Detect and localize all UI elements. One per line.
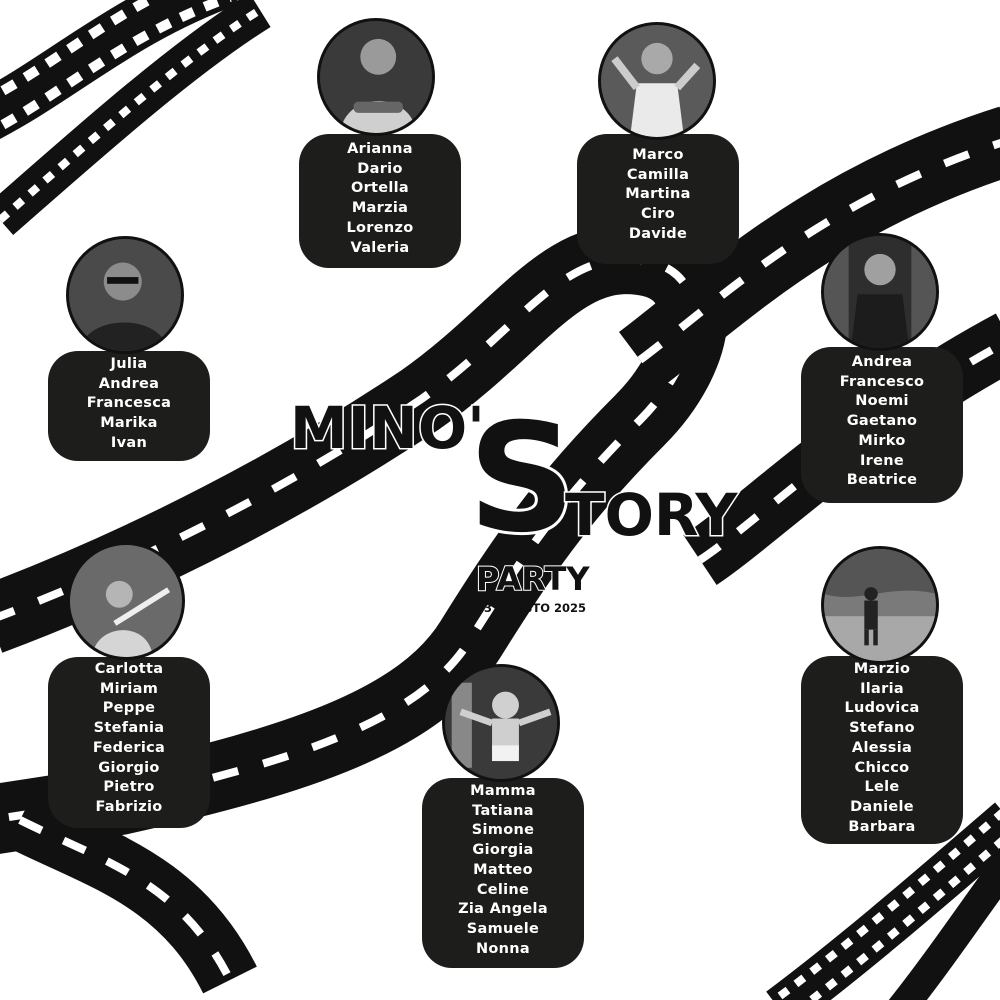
guest-name: Marco xyxy=(632,147,684,163)
guest-name: Marzio xyxy=(853,661,911,677)
guest-name: Carlotta xyxy=(94,661,164,677)
guest-name: Davide xyxy=(628,225,688,242)
guest-name: Ivan xyxy=(110,434,148,451)
guest-name: Andrea xyxy=(98,375,160,392)
guest-name: Matteo xyxy=(473,861,533,878)
guest-name: Lorenzo xyxy=(346,219,414,236)
table-2-photo xyxy=(598,22,716,140)
guest-name: Giorgia xyxy=(472,842,534,859)
guest-name: Stefano xyxy=(849,720,915,737)
guest-name: Arianna xyxy=(347,141,413,157)
table-4-photo xyxy=(821,233,939,351)
guest-name: Barbara xyxy=(848,818,916,835)
guest-name: Dario xyxy=(357,160,403,177)
guest-name: Pietro xyxy=(103,779,155,796)
guest-name: Miriam xyxy=(99,680,159,697)
table-6-photo xyxy=(442,664,560,782)
table-5-photo xyxy=(67,542,185,660)
film-strip-main xyxy=(0,106,1000,995)
film-strip-top-left xyxy=(0,0,271,236)
guest-name: Tatiana xyxy=(472,802,534,819)
guest-name: Celine xyxy=(476,881,530,898)
guest-name: Mirko xyxy=(858,432,906,449)
guest-name: Martina xyxy=(625,186,691,203)
guest-name: Mamma xyxy=(470,783,536,799)
guest-name: Daniele xyxy=(850,798,914,815)
guest-name: Ortella xyxy=(350,180,410,197)
guest-name: Federica xyxy=(92,739,166,756)
guest-name: Marzia xyxy=(351,200,409,217)
guest-name: Gaetano xyxy=(846,413,918,430)
guest-name: Zia Angela xyxy=(458,901,548,918)
guest-name: Ciro xyxy=(641,206,675,223)
guest-name: Marika xyxy=(100,415,158,432)
guest-name: Peppe xyxy=(102,700,156,717)
guest-name: Samuele xyxy=(466,920,540,937)
guest-name: Ilaria xyxy=(860,680,904,697)
guest-name: Irene xyxy=(859,452,905,469)
guest-name: Lele xyxy=(864,779,900,796)
table-1-photo xyxy=(317,18,435,136)
guest-name: Stefania xyxy=(93,720,165,737)
guest-name: Francesca xyxy=(86,395,172,412)
guest-name: Simone xyxy=(471,822,535,839)
guest-name: Francesco xyxy=(839,373,925,390)
guest-name: Beatrice xyxy=(846,472,918,489)
guest-name: Ludovica xyxy=(844,700,920,717)
guest-name: Alessia xyxy=(851,739,913,756)
guest-name: Andrea xyxy=(851,354,913,370)
guest-name: Noemi xyxy=(855,393,909,410)
guest-name: Nonna xyxy=(475,940,531,957)
guest-name: Giorgio xyxy=(98,759,160,776)
guest-name: Camilla xyxy=(626,166,690,183)
table-3-photo xyxy=(66,236,184,354)
guest-name: Valeria xyxy=(350,239,410,256)
guest-name: Fabrizio xyxy=(95,798,163,815)
film-strip-bottom-right xyxy=(766,802,1000,1000)
table-7-photo xyxy=(821,546,939,664)
guest-name: Julia xyxy=(110,356,148,372)
guest-name: Chicco xyxy=(854,759,910,776)
